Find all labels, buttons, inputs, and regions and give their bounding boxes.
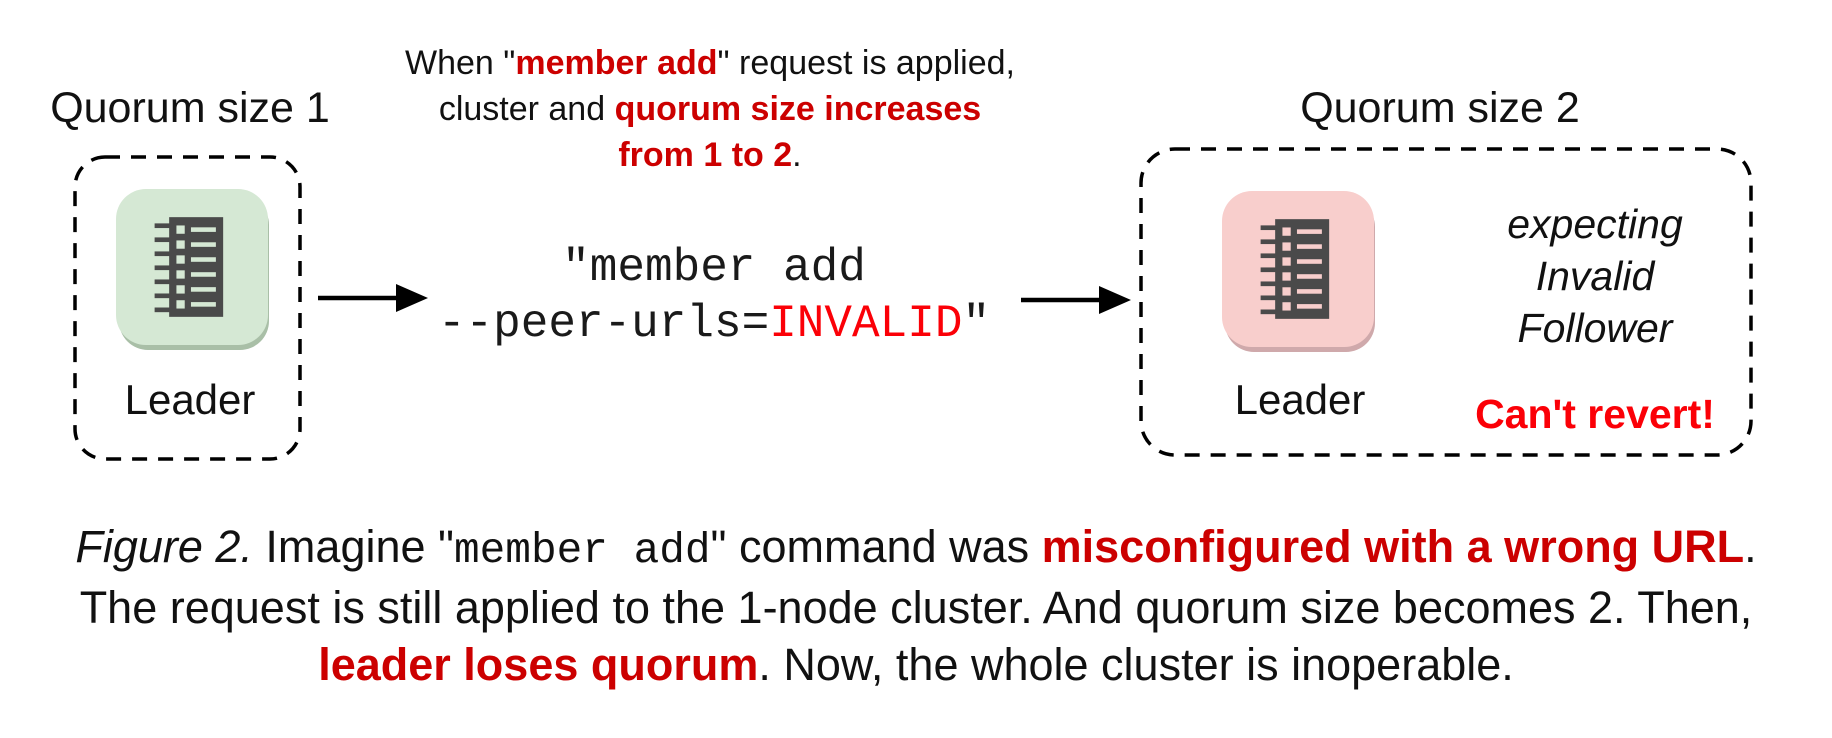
cant-revert-warning: Can't revert! xyxy=(1475,391,1715,437)
note-text: cluster and xyxy=(438,90,615,128)
command-invalid-value: INVALID xyxy=(769,298,963,350)
expecting-invalid-follower-note: expecting Invalid Follower xyxy=(1430,198,1760,354)
note-text: " request is applied, xyxy=(717,44,1015,82)
figure-caption: Figure 2. Imagine "member add" command w… xyxy=(0,518,1832,693)
caption-text: Now, the whole cluster is inoperable. xyxy=(770,639,1514,690)
caption-misconfigured-highlight: misconfigured with a wrong URL xyxy=(1041,521,1745,572)
note-member-add: member add xyxy=(515,44,718,82)
server-list-icon xyxy=(1260,219,1330,319)
arrow-right-icon xyxy=(318,284,428,312)
leader-node-left xyxy=(116,189,268,345)
member-add-note: When "member add" request is applied, cl… xyxy=(398,40,1022,178)
note-quorum-increase: quorum size increases xyxy=(614,90,982,128)
leader-label-right: Leader xyxy=(1234,376,1366,423)
cluster-boundary-left xyxy=(73,155,302,461)
command-peer-urls-flag: --peer-urls= xyxy=(437,298,770,350)
caption-text: . xyxy=(1744,521,1757,572)
note-text: . xyxy=(792,136,802,174)
figure-number-label: Figure 2. xyxy=(75,521,253,572)
caption-text: Imagine " xyxy=(252,521,454,572)
arrow-right-icon xyxy=(1021,286,1131,314)
quorum-size-2-label: Quorum size 2 xyxy=(1300,84,1580,132)
expecting-line: Follower xyxy=(1517,305,1673,351)
server-list-icon xyxy=(154,217,224,317)
leader-node-right xyxy=(1222,191,1374,347)
caption-member-add-command: member add xyxy=(454,526,711,575)
command-line-1: "member add xyxy=(562,242,866,294)
caption-text: . xyxy=(758,639,771,690)
leader-label-left: Leader xyxy=(124,376,256,423)
caption-loses-quorum-highlight: leader loses quorum xyxy=(318,639,759,690)
quorum-size-1-label: Quorum size 1 xyxy=(50,84,330,132)
expecting-line: Invalid xyxy=(1535,253,1655,299)
cluster-boundary-right xyxy=(1139,147,1753,457)
command-line-2: --peer-urls=INVALID" xyxy=(438,298,990,350)
command-close-quote: " xyxy=(962,298,991,350)
note-from-1-to-2: from 1 to 2 xyxy=(618,136,793,174)
note-text: When " xyxy=(405,44,516,82)
caption-text: " command was xyxy=(710,521,1042,572)
member-add-command: "member add --peer-urls=INVALID" xyxy=(394,240,1034,352)
expecting-line: expecting xyxy=(1507,201,1683,247)
caption-text: The request is still applied to the 1-no… xyxy=(79,582,1753,633)
